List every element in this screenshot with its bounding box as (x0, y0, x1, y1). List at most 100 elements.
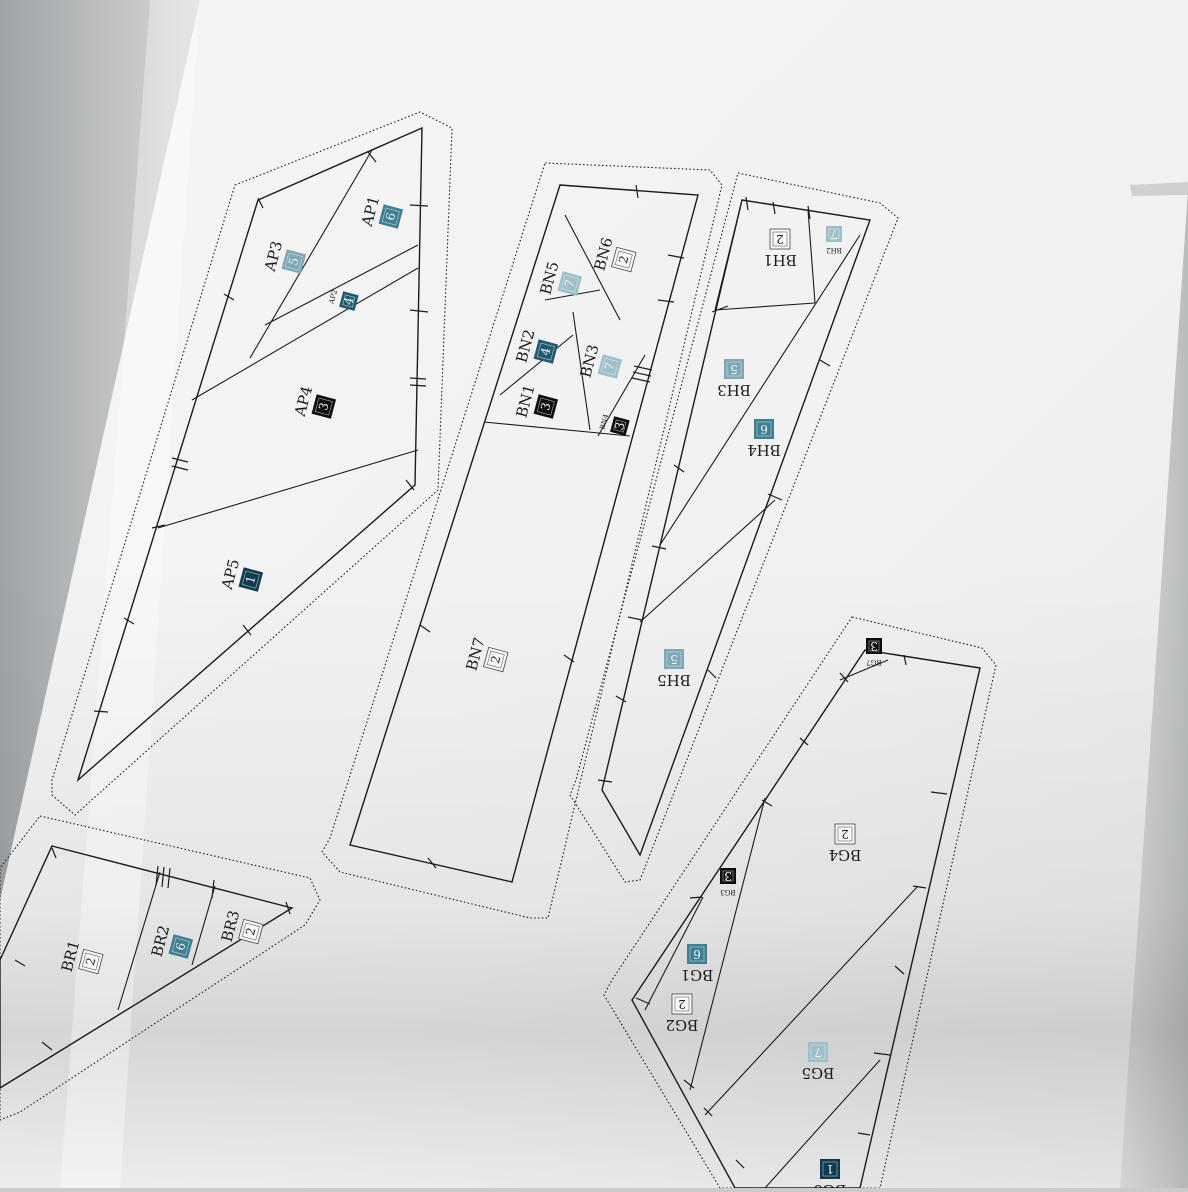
ap-sewing-outline (76, 126, 423, 783)
bg-seam-5 (764, 1059, 881, 1189)
fabric-chip-frame (810, 1044, 826, 1060)
br-seam-2 (191, 885, 216, 966)
bn-seam-5 (499, 334, 574, 396)
fabric-chip (687, 944, 707, 964)
fabric-chip (671, 993, 693, 1015)
fabric-number: 2 (243, 926, 259, 937)
fabric-chip-frame (674, 996, 690, 1012)
piece-bg3: BG3 3 (720, 868, 736, 896)
page-gutter-highlight (60, 0, 200, 1188)
bh-seam-2 (714, 302, 816, 311)
bn-cutting-line (321, 162, 723, 919)
fabric-number: 6 (383, 211, 399, 222)
fabric-chip (168, 934, 194, 959)
fabric-number: 3 (870, 639, 878, 653)
bn-seam-2 (564, 214, 621, 321)
fabric-chip (820, 1159, 840, 1179)
ap-section (51, 111, 453, 816)
bh-seam-4 (639, 499, 776, 623)
piece-label: BH2 (826, 246, 842, 254)
br-sewing-outline (0, 845, 294, 1089)
fabric-number: 3 (316, 401, 332, 412)
page-top-edge (1130, 182, 1188, 196)
piece-label: BG1 (681, 966, 714, 984)
fabric-number: 6 (693, 947, 701, 961)
piece-label: BG3 (720, 888, 735, 896)
bh-seam-3 (659, 234, 861, 546)
fabric-chip-frame (772, 231, 788, 247)
ap-cutting-line (51, 111, 453, 816)
ap-seam-2 (264, 244, 419, 326)
bg-seam-2 (689, 797, 766, 1091)
bn-seam-3 (544, 289, 601, 301)
fabric-number: 3 (612, 421, 628, 432)
fabric-chip (769, 228, 791, 250)
fabric-chip (834, 823, 856, 845)
piece-label: BH5 (657, 671, 691, 689)
bn-section (321, 162, 723, 919)
piece-label: BH4 (747, 441, 781, 459)
bg-seam-1 (839, 659, 889, 681)
bn-seam-4 (572, 311, 591, 431)
fabric-chip-frame (722, 870, 734, 882)
ap-seam-3 (191, 267, 419, 401)
fabric-chip-frame (81, 952, 100, 971)
fabric-chip-frame (171, 937, 190, 956)
br-section (0, 815, 321, 1121)
fabric-number: 3 (538, 401, 554, 412)
fabric-chip (611, 246, 637, 273)
bg-seam-4 (704, 885, 919, 1116)
fabric-chip-frame (837, 826, 853, 842)
bn-registration-marks (419, 184, 685, 869)
piece-label: BH1 (763, 251, 797, 269)
fabric-chip-frame (614, 250, 633, 269)
fabric-chip-frame (241, 570, 260, 589)
fabric-chip-frame (284, 252, 303, 271)
bg-registration-marks (635, 654, 948, 1169)
br-seam-1 (117, 871, 161, 1011)
fabric-number: 5 (730, 362, 738, 376)
piece-label: BG4 (829, 846, 862, 864)
piece-bg6: BG61 (814, 1159, 846, 1192)
fabric-number: 2 (488, 654, 504, 665)
fabric-chip-frame (342, 294, 356, 308)
fabric-chip (808, 1042, 828, 1062)
piece-label: BN4 (599, 413, 611, 431)
ap-seam-4 (157, 449, 419, 529)
fabric-chip (311, 394, 337, 419)
fabric-chip-frame (822, 1161, 838, 1177)
fabric-number: 4 (341, 295, 357, 306)
fabric-number: 3 (724, 869, 732, 883)
piece-label: AP2 (327, 289, 339, 306)
bh-section (569, 172, 899, 883)
fabric-number: 1 (243, 574, 259, 585)
fabric-chip (238, 567, 264, 592)
fabric-chip (78, 948, 104, 975)
fabric-chip-frame (666, 651, 682, 667)
fabric-chip-frame (314, 397, 333, 416)
fabric-chip-frame (241, 922, 260, 941)
bh-cutting-line (569, 172, 899, 883)
fabric-number: 2 (678, 997, 686, 1011)
bn-seam-1 (483, 421, 631, 437)
bh-seam-1 (807, 209, 816, 304)
fabric-chip (610, 416, 630, 436)
ap-seam-1 (249, 149, 373, 359)
fabric-number: 6 (760, 422, 768, 436)
bh-sewing-outline (601, 199, 871, 857)
fabric-number: 2 (776, 232, 784, 246)
piece-label: BG5 (802, 1064, 835, 1082)
fabric-chip-frame (381, 207, 400, 226)
bg-seam-3 (644, 896, 704, 1011)
fabric-chip (557, 271, 583, 296)
fabric-chip-frame (536, 342, 555, 361)
